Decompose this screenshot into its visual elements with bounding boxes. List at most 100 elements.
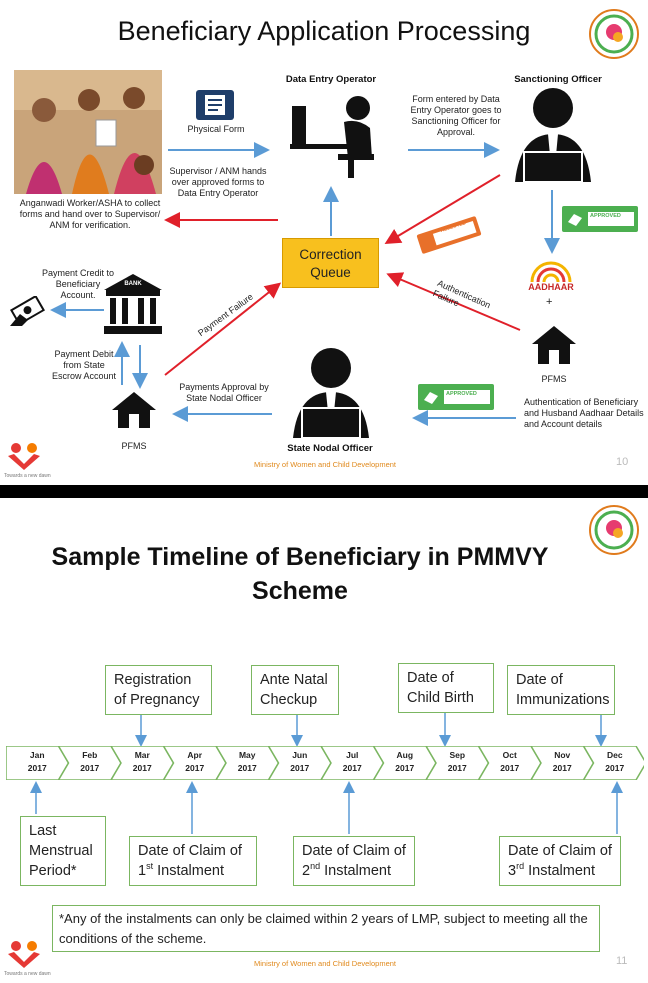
month-label: Oct 2017 bbox=[484, 749, 537, 775]
month-name: Feb bbox=[82, 750, 98, 760]
claim-3-line-1: Date of Claim of bbox=[508, 843, 612, 859]
month-label: Jun 2017 bbox=[274, 749, 327, 775]
month-year: 2017 bbox=[342, 763, 362, 773]
claim-1-number: 1 bbox=[138, 863, 147, 879]
page-number: 11 bbox=[616, 955, 628, 967]
claim-1-line-1: Date of Claim of bbox=[138, 843, 242, 859]
month-chevron bbox=[530, 746, 595, 780]
event-claim-3: Date of Claim of 3rd Instalment bbox=[499, 836, 621, 886]
timeline-connectors bbox=[30, 709, 623, 834]
anganwadi-photo bbox=[14, 70, 162, 194]
month-name: Aug bbox=[396, 750, 414, 760]
pfms-left-label: PFMS bbox=[121, 441, 147, 451]
flow-arrows bbox=[50, 142, 560, 426]
month-chevron bbox=[57, 746, 122, 780]
month-year: 2017 bbox=[290, 763, 310, 773]
bank-icon bbox=[104, 274, 162, 334]
cash-hand-icon bbox=[10, 296, 45, 326]
payments-approval-label: Payments Approval by State Nodal Officer bbox=[179, 382, 269, 403]
month-name: Jul bbox=[346, 750, 359, 760]
month-name: Apr bbox=[187, 750, 203, 760]
month-year: 2017 bbox=[500, 763, 520, 773]
physical-form-icon bbox=[196, 90, 234, 120]
slide-title: Sample Timeline of Beneficiary in PMMVY … bbox=[51, 543, 549, 605]
claim-3-word: Instalment bbox=[524, 863, 596, 879]
month-chevron bbox=[425, 746, 490, 780]
month-year: 2017 bbox=[237, 763, 257, 773]
month-label: Mar 2017 bbox=[116, 749, 169, 775]
month-name: Sep bbox=[449, 750, 466, 760]
month-chevron bbox=[162, 746, 227, 780]
pfms-house-icon-left bbox=[112, 392, 156, 428]
month-year: 2017 bbox=[395, 763, 415, 773]
form-entered-label: Form entered by Data Entry Operator goes… bbox=[410, 94, 502, 137]
pmmvy-seal-icon bbox=[589, 505, 639, 555]
claim-2-number: 2 bbox=[302, 863, 311, 879]
claim-3-sup: rd bbox=[516, 861, 525, 872]
claim-1-line-2: 1st Instalment bbox=[138, 861, 248, 881]
footer-text: Ministry of Women and Child Development bbox=[253, 959, 396, 968]
sanctioning-officer-label: Sanctioning Officer bbox=[514, 74, 602, 85]
page-number: 10 bbox=[616, 456, 629, 468]
data-entry-operator-icon bbox=[290, 96, 374, 178]
month-label: Nov 2017 bbox=[536, 749, 589, 775]
month-name: Mar bbox=[134, 750, 150, 760]
event-immunizations: Date of Immunizations bbox=[507, 665, 615, 715]
month-label: May 2017 bbox=[221, 749, 274, 775]
state-nodal-officer-icon bbox=[293, 348, 369, 438]
month-chevron bbox=[372, 746, 437, 780]
month-chevron bbox=[110, 746, 175, 780]
month-chevron bbox=[320, 746, 385, 780]
month-label: Aug 2017 bbox=[379, 749, 432, 775]
event-registration: Registration of Pregnancy bbox=[105, 665, 212, 715]
wcd-logo-icon bbox=[8, 941, 40, 968]
month-chevron bbox=[582, 746, 644, 780]
state-nodal-officer-label: State Nodal Officer bbox=[287, 443, 373, 454]
claim-1-word: Instalment bbox=[153, 863, 225, 879]
event-child-birth: Date of Child Birth bbox=[398, 663, 494, 713]
claim-2-line-1: Date of Claim of bbox=[302, 843, 406, 859]
correction-queue-box: Correction Queue bbox=[282, 238, 379, 288]
logo-tagline: Towards a new dawn bbox=[4, 473, 51, 479]
month-year: 2017 bbox=[27, 763, 47, 773]
month-name: Jan bbox=[29, 750, 45, 760]
month-chevron bbox=[215, 746, 280, 780]
month-label: Jan 2017 bbox=[11, 749, 64, 775]
slide-title: Beneficiary Application Processing bbox=[117, 16, 531, 46]
month-name: Oct bbox=[502, 750, 517, 760]
month-label: Jul 2017 bbox=[326, 749, 379, 775]
event-lmp: Last Menstrual Period* bbox=[20, 816, 106, 886]
data-entry-operator-label: Data Entry Operator bbox=[285, 74, 377, 85]
month-chevron bbox=[477, 746, 542, 780]
claim-3-line-2: 3rd Instalment bbox=[508, 861, 612, 881]
aadhaar-label: AADHAAR bbox=[528, 282, 574, 292]
physical-form-label: Physical Form bbox=[187, 124, 245, 134]
sanctioning-officer-icon bbox=[515, 88, 591, 182]
month-name: Nov bbox=[554, 750, 571, 760]
month-year: 2017 bbox=[605, 763, 625, 773]
authentication-details-label: Authentication of Beneficiary and Husban… bbox=[524, 397, 644, 429]
pfms-house-icon-right bbox=[532, 326, 576, 364]
month-year: 2017 bbox=[447, 763, 467, 773]
month-name: May bbox=[238, 750, 256, 760]
payment-debit-label: Payment Debit from State Escrow Account bbox=[51, 349, 117, 381]
month-name: Jun bbox=[292, 750, 308, 760]
month-year: 2017 bbox=[552, 763, 572, 773]
month-year: 2017 bbox=[132, 763, 152, 773]
month-name: Dec bbox=[606, 750, 623, 760]
claim-3-number: 3 bbox=[508, 863, 517, 879]
event-claim-1: Date of Claim of 1st Instalment bbox=[129, 836, 257, 886]
approved-stamp-text-2: APPROVED bbox=[446, 391, 477, 397]
month-chevron bbox=[267, 746, 332, 780]
claim-2-sup: nd bbox=[310, 861, 321, 872]
aadhaar-logo-icon bbox=[530, 261, 572, 282]
month-label: Sep 2017 bbox=[431, 749, 484, 775]
pmmvy-seal-icon bbox=[589, 9, 639, 59]
anganwadi-label: Anganwadi Worker/ASHA to collect forms a… bbox=[19, 198, 161, 230]
approved-stamp-text: APPROVED bbox=[590, 213, 621, 219]
rejected-stamp-icon bbox=[416, 216, 482, 254]
wcd-logo-icon bbox=[8, 443, 40, 470]
supervisor-handover-label: Supervisor / ANM hands over approved for… bbox=[169, 166, 267, 198]
